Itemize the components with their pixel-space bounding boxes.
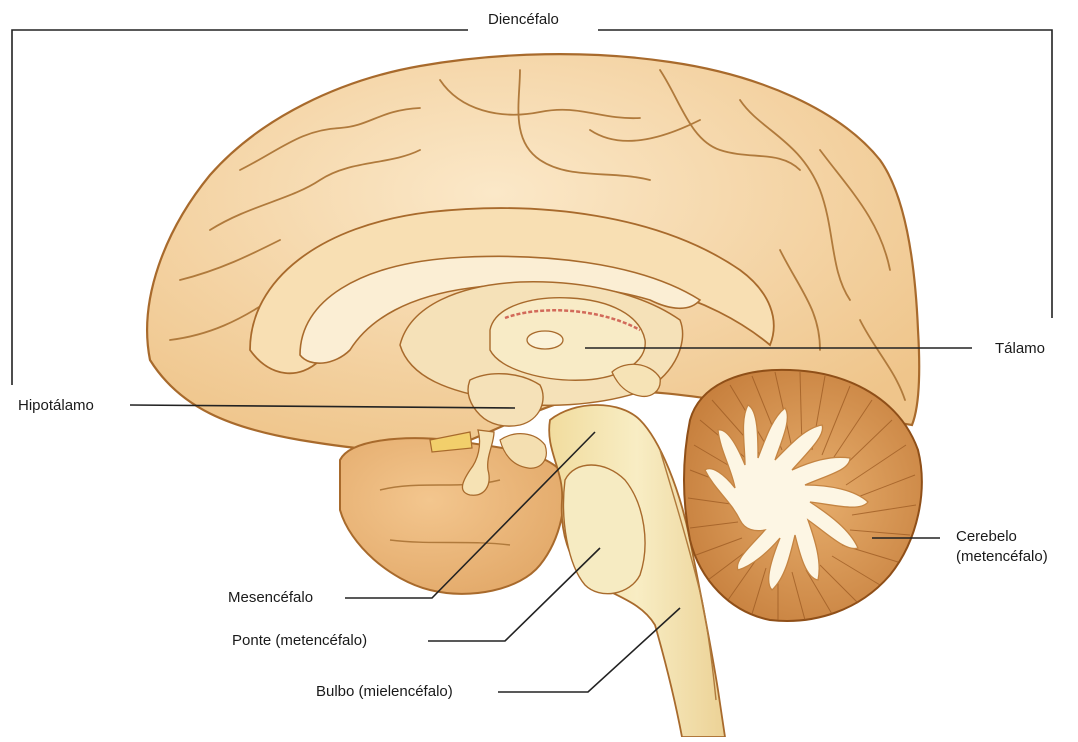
label-cerebelo-line2: (metencéfalo) xyxy=(956,547,1048,567)
label-hipotalamo: Hipotálamo xyxy=(18,396,94,415)
label-bulbo: Bulbo (mielencéfalo) xyxy=(316,682,453,701)
label-talamo: Tálamo xyxy=(995,339,1045,358)
label-mesencefalo: Mesencéfalo xyxy=(228,588,313,607)
label-cerebelo-line1: Cerebelo xyxy=(956,527,1048,547)
diencefalo-bracket-left xyxy=(12,30,468,385)
hipotalamo-leader xyxy=(130,405,515,408)
label-diencefalo: Diencéfalo xyxy=(488,10,559,29)
mesencefalo-leader xyxy=(345,432,595,598)
label-ponte: Ponte (metencéfalo) xyxy=(232,631,367,650)
ponte-leader xyxy=(428,548,600,641)
diencefalo-bracket-right xyxy=(598,30,1052,318)
label-cerebelo: Cerebelo (metencéfalo) xyxy=(956,527,1048,567)
